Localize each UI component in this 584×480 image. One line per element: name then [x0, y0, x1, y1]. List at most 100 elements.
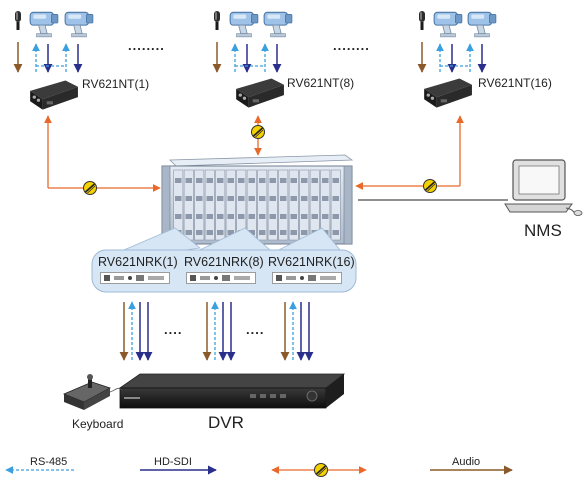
output-arrows-1	[119, 301, 153, 361]
transmitter-16	[424, 78, 472, 108]
microphone-icon	[419, 11, 425, 30]
input-arrows-8	[212, 42, 282, 73]
fiber-link-8	[250, 115, 266, 156]
input-arrows-16	[417, 42, 487, 73]
rack-slot-port	[238, 196, 245, 201]
rack-slot-port	[332, 196, 339, 201]
rack-slot-port	[311, 178, 318, 183]
rack-slot-port	[206, 178, 213, 183]
rack-slot-port	[185, 230, 192, 235]
rack-slot-port	[290, 230, 297, 235]
receiver-label-16: RV621NRK(16)	[268, 255, 355, 269]
rack-slot-port	[227, 230, 234, 235]
rack-slot-port	[269, 178, 276, 183]
legend-hdsdi-label: HD-SDI	[154, 456, 192, 468]
dvr-icon	[118, 373, 346, 409]
rack-slot-port	[322, 214, 329, 219]
receiver-card-1	[100, 272, 170, 284]
rack-slot-port	[248, 178, 255, 183]
rack-slot-port	[269, 214, 276, 219]
rack-slot-port	[259, 230, 266, 235]
camera-icon	[263, 11, 293, 38]
rack-slot-port	[290, 196, 297, 201]
rack-slot-port	[206, 196, 213, 201]
rack-slot-port	[280, 178, 287, 183]
transmitter-label-1: RV621NT(1)	[82, 77, 149, 91]
ellipsis-top-a: ........	[128, 38, 165, 53]
camera-icon	[229, 11, 259, 38]
rack-slot-port	[248, 214, 255, 219]
rack-slot-port	[196, 230, 203, 235]
rack-slot-port	[311, 196, 318, 201]
nms-label: NMS	[524, 221, 562, 240]
dvr-label: DVR	[208, 413, 244, 432]
rack-slot-port	[259, 178, 266, 183]
microphone-icon	[15, 11, 21, 30]
rack-slot-port	[322, 178, 329, 183]
microphone-icon	[214, 11, 220, 30]
keyboard-icon	[62, 374, 123, 410]
rack-slot-port	[259, 196, 266, 201]
transmitter-8	[236, 78, 284, 108]
camera-icon	[29, 11, 59, 38]
transmitter-label-8: RV621NT(8)	[287, 76, 354, 90]
rack-slot-port	[185, 178, 192, 183]
receiver-card-8	[186, 272, 256, 284]
camera-icon	[64, 11, 94, 38]
rack-slot-port	[217, 196, 224, 201]
rack-slot	[330, 169, 341, 241]
rack-slot-port	[175, 196, 182, 201]
legend-audio: Audio	[430, 456, 513, 475]
rack-slot-port	[238, 214, 245, 219]
rack-slot-port	[322, 196, 329, 201]
rack-slot-port	[269, 196, 276, 201]
rack-slot	[267, 169, 278, 241]
ellipsis-top-b: ........	[333, 38, 370, 53]
rack-slot	[288, 169, 299, 241]
rack-slot-port	[196, 196, 203, 201]
rack-slot	[278, 169, 289, 241]
rack-slot-port	[206, 230, 213, 235]
device-group-8	[214, 11, 293, 38]
rack-slot	[194, 169, 205, 241]
rack-slot-port	[248, 230, 255, 235]
rack-slot-port	[175, 178, 182, 183]
rack-slot-port	[185, 196, 192, 201]
fiber-connector-icon	[82, 180, 98, 196]
rack-slot-port	[196, 214, 203, 219]
receiver-label-1: RV621NRK(1)	[98, 255, 178, 269]
transmitter-1	[30, 80, 78, 110]
rack-slot-port	[332, 178, 339, 183]
receiver-card-16	[272, 272, 342, 284]
legend-fiber	[271, 462, 367, 478]
rack-slot-port	[206, 214, 213, 219]
legend: RS-485 HD-SDI Audio	[5, 456, 513, 478]
rack-slot-port	[290, 214, 297, 219]
fiber-link-16	[355, 115, 464, 194]
device-group-16	[419, 11, 497, 38]
rack-slot-port	[332, 230, 339, 235]
computer-icon	[504, 159, 583, 216]
output-arrows-16	[280, 301, 314, 361]
rack-slot-port	[185, 214, 192, 219]
rack-slot-port	[175, 214, 182, 219]
rack-slot-port	[196, 178, 203, 183]
legend-hdsdi: HD-SDI	[140, 456, 217, 475]
rack-slot-port	[301, 214, 308, 219]
rack-slot-port	[280, 230, 287, 235]
keyboard-label: Keyboard	[72, 417, 123, 431]
rack-slot-port	[301, 230, 308, 235]
fiber-connector-icon	[250, 124, 266, 140]
camera-icon	[467, 11, 497, 38]
fiber-connector-icon	[313, 462, 329, 478]
rack-slot-port	[290, 178, 297, 183]
rack-slot-port	[301, 196, 308, 201]
rack-slot-port	[227, 196, 234, 201]
rack-slot-port	[227, 214, 234, 219]
fiber-link-1	[44, 115, 161, 196]
rack-slot-port	[332, 214, 339, 219]
rack-slot-port	[269, 230, 276, 235]
ellipsis-bottom-b: ....	[246, 322, 264, 337]
rack-slot-port	[280, 214, 287, 219]
receiver-label-8: RV621NRK(8)	[184, 255, 264, 269]
